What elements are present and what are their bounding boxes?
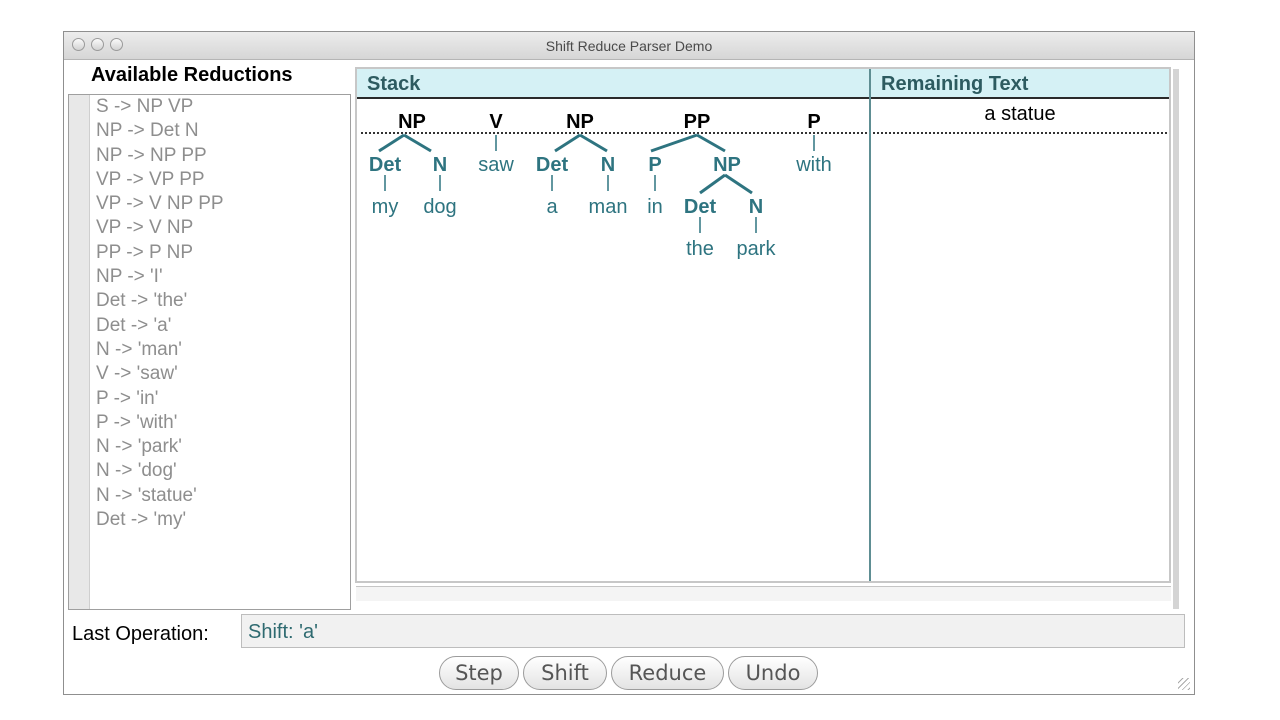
stack-node-np[interactable]: NP (398, 111, 426, 133)
reduction-item[interactable]: NP -> Det N (96, 120, 199, 142)
reductions-scroll-gutter[interactable] (69, 95, 90, 609)
reduction-item[interactable]: N -> 'park' (96, 436, 182, 458)
tree-node-det: Det (536, 154, 569, 176)
tree-word-links (384, 135, 815, 233)
tree-word: saw (478, 154, 514, 176)
reduction-item[interactable]: Det -> 'my' (96, 509, 187, 531)
last-operation-field: Shift: 'a' (241, 614, 1185, 648)
title-bar: Shift Reduce Parser Demo (64, 32, 1194, 60)
stack-remaining-divider (869, 69, 871, 581)
canvas-horizontal-scrollbar[interactable] (356, 586, 1171, 601)
tree-node-np: NP (713, 154, 741, 176)
stack-node-np[interactable]: NP (566, 111, 594, 133)
app-window: Shift Reduce Parser Demo Available Reduc… (63, 31, 1195, 695)
reduction-item[interactable]: VP -> V NP PP (96, 193, 224, 215)
tree-word: dog (423, 196, 456, 218)
minimize-window-icon[interactable] (91, 38, 104, 51)
tree-word: park (737, 238, 777, 260)
tree-edge (579, 133, 608, 153)
stack-node-v[interactable]: V (489, 111, 503, 133)
tree-edge (696, 133, 726, 153)
last-operation-label: Last Operation: (72, 623, 209, 645)
reductions-title: Available Reductions (91, 64, 293, 86)
tree-node-p: P (648, 154, 661, 176)
reduction-item[interactable]: VP -> VP PP (96, 168, 205, 190)
reduction-item[interactable]: Det -> 'a' (96, 314, 172, 336)
stack-header-label: Stack (367, 73, 421, 95)
tree-node-n: N (749, 196, 763, 218)
stack-header: Stack (357, 69, 869, 99)
stack-baseline (361, 132, 867, 134)
tree-word: a (546, 196, 558, 218)
window-title: Shift Reduce Parser Demo (545, 38, 713, 54)
canvas-vertical-scrollbar[interactable] (1173, 69, 1179, 609)
reduction-item[interactable]: PP -> P NP (96, 241, 193, 263)
reduce-button[interactable]: Reduce (611, 656, 724, 690)
reduction-item[interactable]: P -> 'in' (96, 387, 159, 409)
remaining-text-header-label: Remaining Text (881, 73, 1029, 95)
reduction-item[interactable]: N -> 'dog' (96, 460, 177, 482)
tree-node-det: Det (369, 154, 402, 176)
tree-edge (403, 133, 432, 153)
resize-grip-icon[interactable] (1178, 678, 1190, 690)
stack-node-pp[interactable]: PP (684, 111, 711, 133)
tree-word: in (647, 196, 663, 218)
stack-node-p[interactable]: P (807, 111, 820, 133)
reductions-list-panel: S -> NP VP NP -> Det N NP -> NP PP VP ->… (68, 94, 351, 610)
remaining-baseline (873, 132, 1167, 134)
reduction-item[interactable]: V -> 'saw' (96, 363, 178, 385)
tree-edges (378, 133, 753, 195)
tree-edge (378, 133, 405, 153)
tree-word: the (686, 238, 714, 260)
tree-node-n: N (601, 154, 615, 176)
tree-edge (699, 173, 726, 195)
last-operation-value: Shift: 'a' (248, 621, 318, 643)
parser-canvas: Stack Remaining Text a statue (355, 67, 1171, 583)
reduction-item[interactable]: P -> 'with' (96, 411, 178, 433)
close-window-icon[interactable] (72, 38, 85, 51)
undo-button[interactable]: Undo (728, 656, 818, 690)
stack-tree-area: NP V NP PP P Det N Det N P NP Det N saw … (369, 111, 832, 260)
zoom-window-icon[interactable] (110, 38, 123, 51)
reductions-list: S -> NP VP NP -> Det N NP -> NP PP VP ->… (96, 95, 224, 532)
reduction-item[interactable]: VP -> V NP (96, 217, 194, 239)
step-button[interactable]: Step (439, 656, 519, 690)
tree-edge (554, 133, 581, 153)
reduction-item[interactable]: N -> 'man' (96, 338, 182, 360)
tree-node-n: N (433, 154, 447, 176)
reduction-item[interactable]: Det -> 'the' (96, 290, 188, 312)
remaining-text-value: a statue (984, 103, 1056, 125)
tree-word: man (589, 196, 628, 218)
tree-node-det: Det (684, 196, 717, 218)
reduction-item[interactable]: NP -> NP PP (96, 144, 207, 166)
tree-edge (650, 133, 698, 153)
reduction-item[interactable]: NP -> 'I' (96, 266, 163, 288)
remaining-text-header: Remaining Text (871, 69, 1169, 99)
tree-word: with (795, 154, 832, 176)
reduction-item[interactable]: N -> 'statue' (96, 484, 197, 506)
shift-button[interactable]: Shift (523, 656, 607, 690)
tree-edge (724, 173, 753, 195)
reduction-item[interactable]: S -> NP VP (96, 96, 194, 117)
tree-word: my (372, 196, 399, 218)
